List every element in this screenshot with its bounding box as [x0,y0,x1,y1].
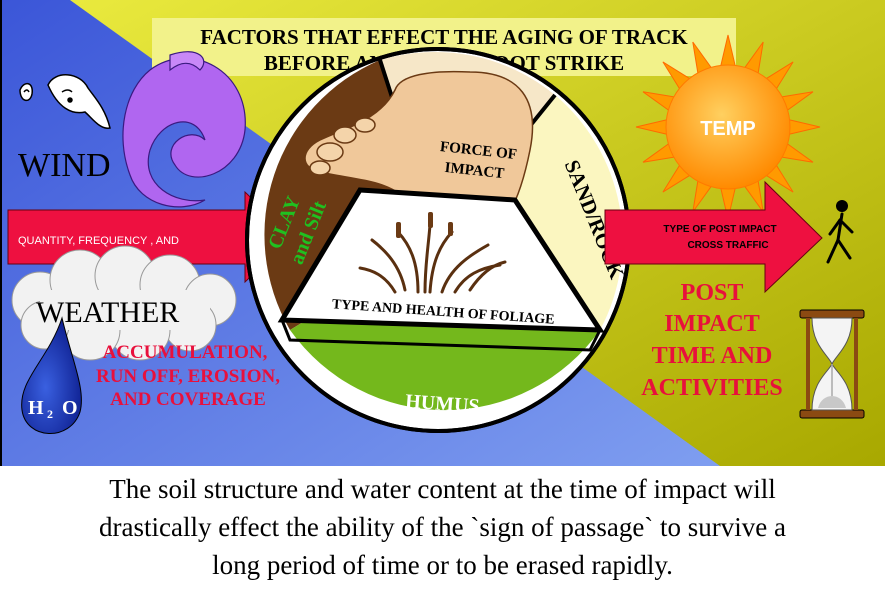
water-drop-h: H [28,397,44,419]
weather-label: WEATHER [36,296,179,329]
post-line-3: TIME AND [652,343,773,369]
post-line-1: POST [681,280,744,306]
wind-label: WIND [18,147,111,184]
traffic-arrow-text-2: CROSS TRAFFIC [687,240,768,251]
weather-effect-1: ACCUMULATION, [103,342,268,363]
cattail-icon [396,212,453,238]
water-drop-sub: 2 [47,407,53,421]
hourglass-icon [799,309,865,419]
post-line-2: IMPACT [664,311,760,337]
water-drop-icon [21,316,82,434]
wind-gust-icon [19,82,33,102]
temp-label: TEMP [700,118,756,140]
traffic-arrow-text-1: TYPE OF POST IMPACT [663,224,776,235]
wind-face-icon [47,74,111,129]
caption: The soil structure and water content at … [0,466,885,590]
wind-arrow-text: QUANTITY, FREQUENCY , AND [18,235,179,247]
water-drop-o: O [62,397,78,419]
wind-swirl-icon [122,51,246,208]
caption-line-2: drastically effect the ability of the `s… [98,512,787,542]
weather-effect-2: RUN OFF, EROSION, [96,366,280,387]
walking-person-icon [826,200,854,264]
traffic-arrow [604,180,823,294]
title-line-1: FACTORS THAT EFFECT THE AGING OF TRACK [200,25,688,49]
weather-effect-3: AND COVERAGE [110,389,266,410]
humus-label: HUMUS [405,390,481,417]
caption-line-1: The soil structure and water content at … [109,474,776,504]
sun-icon [635,34,821,220]
caption-line-3: long period of time or to be erased rapi… [212,550,673,580]
foliage-grass-icon [358,223,507,294]
force-label-2: IMPACT [444,160,505,182]
post-line-4: ACTIVITIES [641,375,782,401]
sand-sector [438,95,623,330]
